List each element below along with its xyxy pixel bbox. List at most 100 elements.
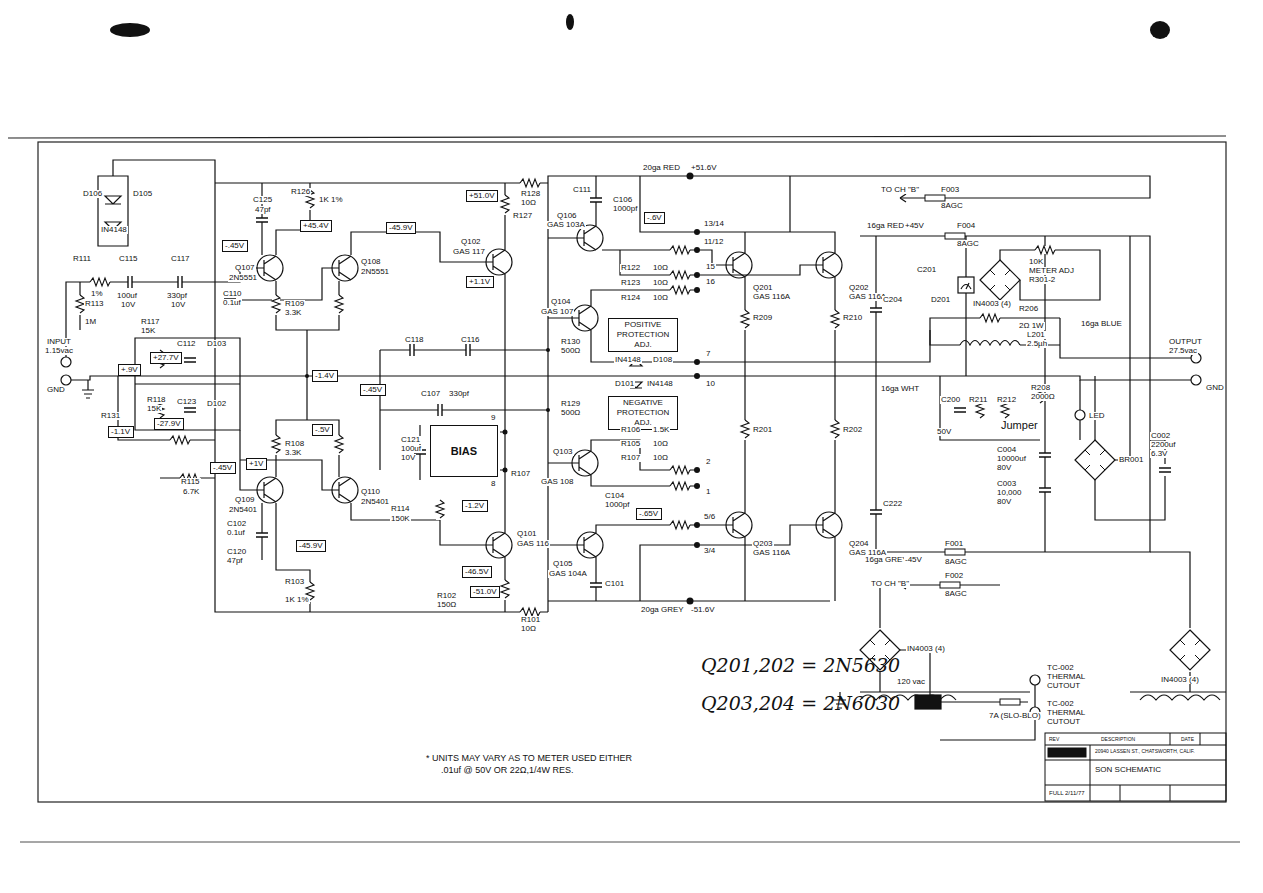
circuit-parts [335,435,343,455]
part-label: LED [1088,412,1106,420]
wiring [875,236,876,552]
part-label: TO CH "B" [870,580,910,588]
part-label: 15 [705,263,716,271]
voltage-box: +51.0V [466,190,498,202]
node-text: -.45V [363,385,382,395]
part-label: R115 [180,478,201,486]
part-label: D103 [206,340,227,348]
circuit-parts [501,195,509,215]
part-label: Q102 [460,238,482,246]
circuit-parts [332,255,358,281]
part-label: Q103 [552,448,574,456]
part-label: DATE [1180,737,1195,742]
circuit-parts [726,252,752,278]
part-label: 330pf [448,390,470,398]
part-label: 20ga RED [642,164,681,172]
bias-block: BIAS [430,425,498,477]
circuit-parts [272,295,280,315]
part-label: 0.1uf [226,529,246,537]
part-label: FULL [1048,790,1065,796]
part-label: R117 [140,318,161,326]
circuit-parts [128,275,132,289]
part-label: 20940 LASSEN ST., CHATSWORTH, CALIF. [1094,749,1196,754]
part-label: R210 [842,314,863,322]
part-label: IN4003 (4) [972,300,1012,308]
part-label: 6.7K [182,488,200,496]
sheet-border [20,842,1240,843]
voltage-box: -1.4V [312,370,338,382]
circuit-parts [572,305,598,331]
part-label: 1000pf [604,501,630,509]
part-label: 47pf [226,557,244,565]
node-text: +27.7V [153,353,179,363]
wiring [745,537,835,601]
part-label: 10,000 [996,489,1022,497]
part-label: 330pf [166,292,188,300]
wiring [591,440,697,486]
circuit-parts [670,271,690,279]
circuit-parts [980,260,1020,300]
circuit-parts [1000,699,1020,705]
wire-junctions [694,373,700,379]
part-label: 10Ω [652,440,669,448]
part-label: C222 [882,500,903,508]
node-text: -45.9V [389,223,413,233]
part-label: 8 [490,480,496,488]
part-label: 1.5K [652,426,670,434]
node-text: -.6V [647,213,662,223]
wiring [940,376,1080,440]
node-text: -46.5V [465,567,489,577]
wiring [591,250,697,362]
part-label: 3.3K [284,449,302,457]
adjust-box: NEGATIVE PROTECTION ADJ. [608,396,678,430]
part-label: Jumper [1000,420,1039,432]
part-label: R113 [84,300,105,308]
part-label: GAS 108 [540,478,574,486]
part-label: R123 [620,279,641,287]
part-label: 80V [996,498,1012,506]
wire-junctions [687,598,694,605]
part-label: GAS 116A [752,293,791,301]
part-label: 10V [120,301,136,309]
part-label: 8AGC [956,240,980,248]
wire-junctions [694,359,700,365]
adjust-box: POSITIVE PROTECTION ADJ. [608,318,678,352]
part-label: 27.5vac [1168,347,1198,355]
part-label: R127 [512,212,533,220]
wire-junctions [503,468,508,473]
part-label: -51.6V [690,606,716,614]
part-label: C116 [460,336,481,344]
part-label: GND [1205,384,1225,392]
part-label: BR001 [1118,456,1144,464]
part-label: C102 [226,520,247,528]
part-label: IN4148 [100,226,128,234]
wiring [745,277,835,513]
part-label: C117 [170,255,191,263]
scan-holes [566,14,574,30]
circuit-details [61,375,71,385]
circuit-parts [945,549,965,555]
node-text: +1.1V [469,277,490,287]
circuit-parts [255,533,269,537]
part-label: 10Ω [520,625,537,633]
circuit-parts [438,403,442,417]
circuit-parts [831,420,839,440]
part-label: GAS 117 [452,248,486,256]
part-label: D101 [614,380,635,388]
wiring [700,330,1191,380]
voltage-box: -.65V [636,508,662,520]
part-label: +51.6V [690,164,718,172]
part-label: R108 [284,440,305,448]
circuit-parts [520,179,540,187]
circuit-parts [726,512,752,538]
part-label: Q110 [360,488,381,496]
voltage-box: -.45V [210,462,236,474]
node-text: -1.2V [465,501,484,511]
part-label: 2N5551 [228,274,258,282]
part-label: Q201 [752,284,774,292]
circuit-parts [670,286,690,294]
part-label: 10V [170,301,186,309]
wire-junctions [694,483,700,489]
part-label: R126 [290,188,311,196]
part-label: 7 [705,350,711,358]
